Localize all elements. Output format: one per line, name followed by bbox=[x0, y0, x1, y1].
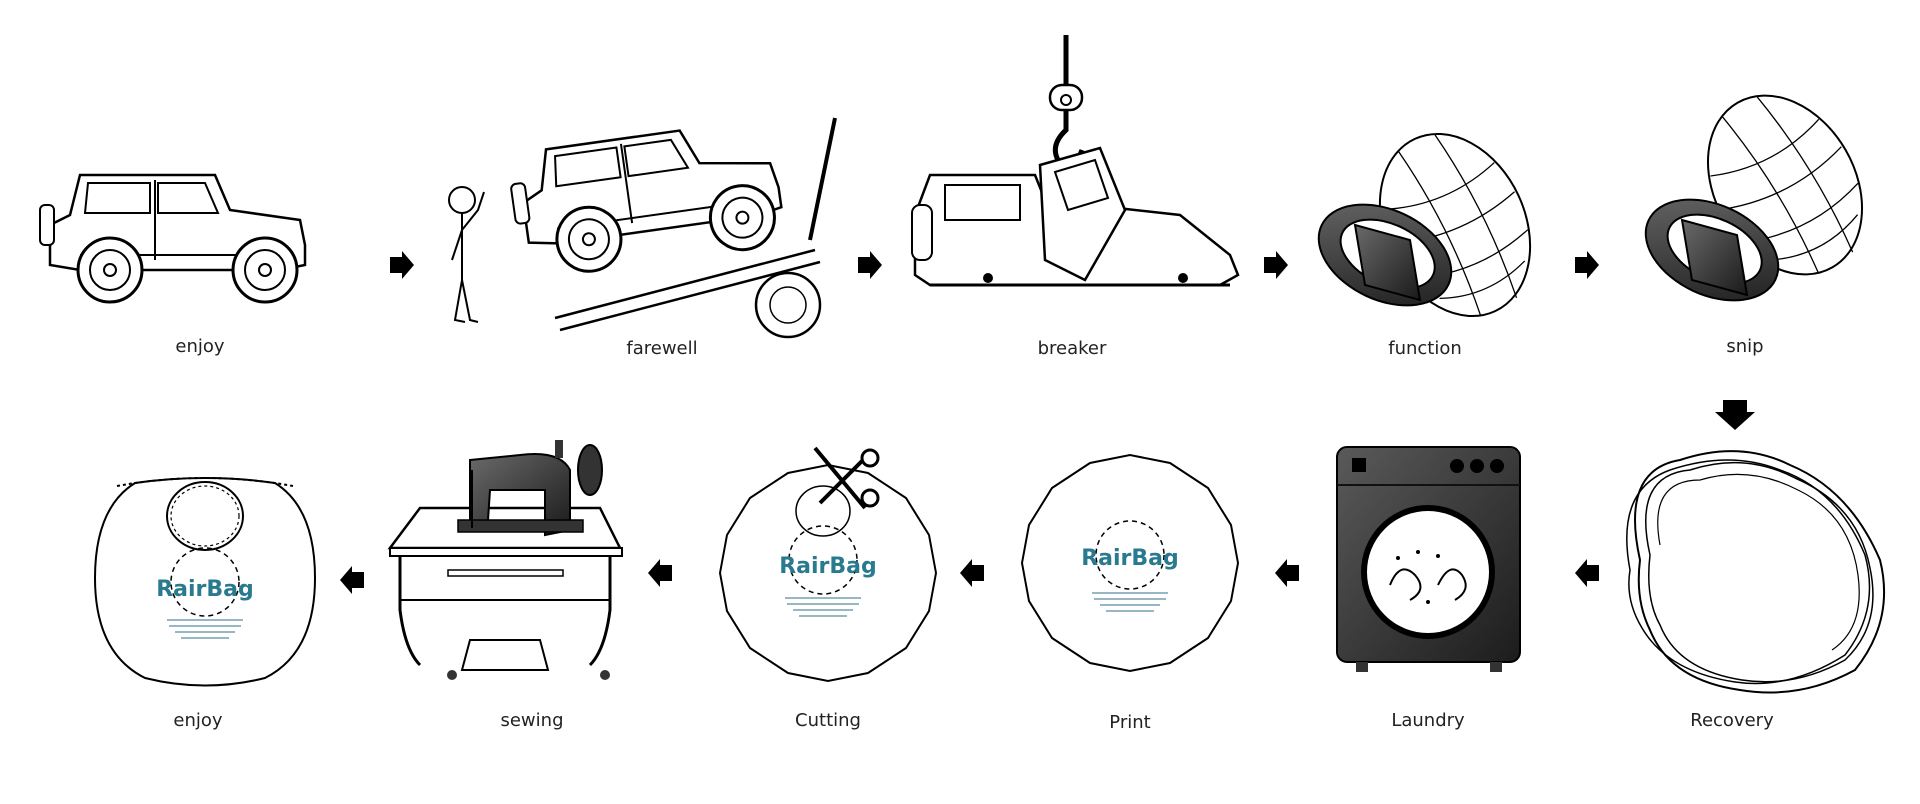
rairbag-logo: RairBag bbox=[156, 577, 254, 602]
step-label-sewing: sewing bbox=[500, 710, 563, 731]
scissors-icon bbox=[813, 446, 880, 510]
arrow-left-icon bbox=[340, 566, 364, 594]
step-function-airbag-illustration bbox=[1301, 108, 1560, 342]
step-laundry-washer-illustration bbox=[1336, 446, 1521, 672]
arrow-right-icon bbox=[390, 251, 414, 279]
arrow-left-icon bbox=[960, 559, 984, 587]
arrow-right-icon bbox=[858, 251, 882, 279]
step-label-recovery: Recovery bbox=[1690, 710, 1774, 731]
step-label-print: Print bbox=[1109, 712, 1150, 733]
step-print-disk-illustration: RairBag bbox=[1021, 454, 1239, 672]
step-recovery-fabric-illustration bbox=[1626, 450, 1886, 694]
arrow-left-icon bbox=[648, 559, 672, 587]
arrow-right-icon bbox=[1264, 251, 1288, 279]
person-waving-icon bbox=[448, 186, 485, 323]
arrow-left-icon bbox=[1575, 559, 1599, 587]
arrow-left-icon bbox=[1275, 559, 1299, 587]
step-breaker-illustration bbox=[911, 35, 1240, 287]
step-farewell-illustration bbox=[448, 116, 837, 339]
arrow-right-icon bbox=[1575, 251, 1599, 279]
step-enjoy-jeep-illustration bbox=[38, 173, 307, 304]
rairbag-logo: RairBag bbox=[1081, 546, 1179, 571]
step-enjoy-bag-illustration: RairBag bbox=[93, 477, 317, 687]
step-label-snip: snip bbox=[1726, 336, 1763, 357]
step-label-farewell: farewell bbox=[626, 338, 697, 359]
step-label-enjoy: enjoy bbox=[175, 336, 224, 357]
step-label-cutting: Cutting bbox=[795, 710, 861, 731]
step-label-function: function bbox=[1388, 338, 1462, 359]
step-label-breaker: breaker bbox=[1038, 338, 1107, 359]
step-cutting-disk-illustration: RairBag bbox=[719, 446, 937, 682]
step-label-enjoy-final: enjoy bbox=[173, 710, 222, 731]
rairbag-logo: RairBag bbox=[779, 554, 877, 579]
step-snip-airbag-illustration bbox=[1628, 66, 1895, 322]
arrow-down-icon bbox=[1715, 400, 1755, 430]
step-sewing-machine-illustration bbox=[387, 440, 623, 680]
step-label-laundry: Laundry bbox=[1391, 710, 1465, 731]
